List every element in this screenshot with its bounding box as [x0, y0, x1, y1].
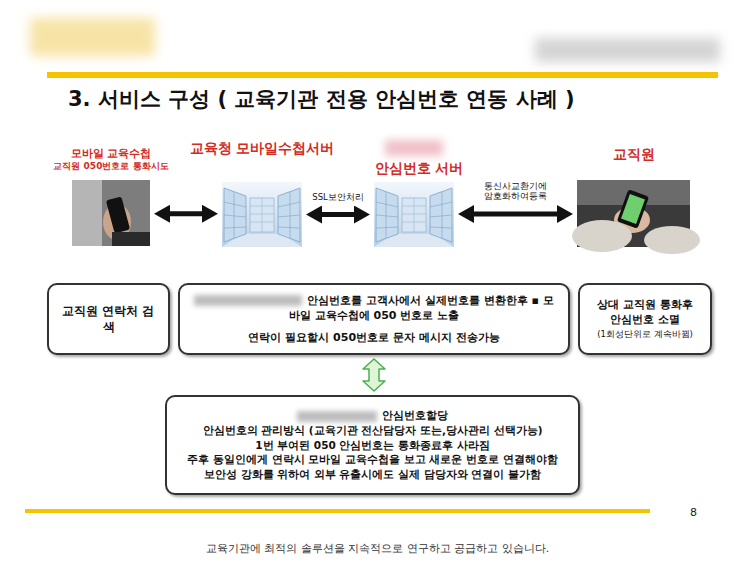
box-text: 안심번호의 관리방식 (교육기관 전산담당자 또는,당사관리 선택가능)	[203, 424, 543, 436]
phone-photo	[572, 180, 700, 254]
text-line: 상대 교직원 통화후 안심번호 소멸	[590, 297, 700, 328]
text-line: 안심번호할당	[177, 408, 568, 423]
photo-node: 교육청 모바일수첩서버	[222, 182, 302, 247]
text-line: 주후 동일인에게 연락시 모바일 교육수첩을 보고 새로운 번호로 연결해야함	[177, 452, 568, 467]
header-bar	[47, 72, 718, 78]
process-box: 안심번호할당안심번호의 관리방식 (교육기관 전산담당자 또는,당사관리 선택가…	[165, 395, 580, 495]
node-heading: 교직원	[613, 146, 655, 162]
text-line: 안심번호를 고객사에서 실제번호를 변환한후 ▪ 모바일 교육수첩에 050 번…	[190, 293, 558, 324]
text-line: 교육청 모바일수첩서버	[187, 140, 337, 157]
text-line: 1번 부여된 050 안심번호는 통화종료후 사라짐	[177, 438, 568, 453]
box-text: (1회성단위로 계속바뀜)	[597, 329, 693, 339]
edge-label: 통신사교환기에 암호화하여등록	[480, 181, 552, 202]
double-arrow	[167, 211, 205, 216]
blurred-logo	[535, 38, 720, 62]
box-text: 1번 부여된 050 안심번호는 통화종료후 사라짐	[255, 439, 490, 451]
box-text: 교직원 연락처 검색	[62, 304, 154, 334]
footer-bar	[25, 509, 650, 513]
double-arrow	[319, 212, 357, 217]
text-line: 모바일 교육수첩	[30, 147, 192, 160]
edge-label: SSL보안처리	[303, 192, 373, 203]
box-text: 보안성 강화를 위하여 외부 유출시에도 실제 담당자와 연결이 불가함	[204, 468, 541, 480]
photo-node: 안심번호 서버	[374, 182, 454, 247]
node-heading: 모바일 교육수첩	[71, 147, 152, 160]
hollow-double-arrow	[363, 359, 385, 391]
node-heading: 교직원 050번호로 통화시도	[53, 161, 168, 171]
node-heading: 교육청 모바일수첩서버	[190, 140, 335, 156]
text-line: 교직원	[577, 146, 690, 163]
box-text: 상대 교직원 통화후 안심번호 소멸	[597, 298, 693, 326]
text-line: 교직원 050번호로 통화시도	[15, 161, 207, 172]
box-text: 안심번호할당	[382, 409, 448, 421]
server-photo	[374, 182, 454, 247]
server-photo	[222, 182, 302, 247]
blurred-logo	[30, 18, 155, 56]
text-line: 안심번호의 관리방식 (교육기관 전산담당자 또는,당사관리 선택가능)	[177, 423, 568, 438]
process-box: 상대 교직원 통화후 안심번호 소멸 (1회성단위로 계속바뀜)	[578, 283, 712, 355]
blurred-text	[194, 295, 302, 306]
box-text: 주후 동일인에게 연락시 모바일 교육수첩을 보고 새로운 번호로 연결해야함	[187, 453, 557, 465]
text-line: 교직원 연락처 검색	[59, 303, 158, 335]
blurred-text	[297, 411, 377, 422]
footer-caption: 교육기관에 최적의 솔루션을 지속적으로 연구하고 공급하고 있습니다.	[0, 541, 755, 556]
text-line: 안심번호 서버	[354, 160, 484, 177]
process-box: 안심번호를 고객사에서 실제번호를 변환한후 ▪ 모바일 교육수첩에 050 번…	[178, 283, 570, 355]
page-number: 8	[690, 506, 697, 519]
text-line: 보안성 강화를 위하여 외부 유출시에도 실제 담당자와 연결이 불가함	[177, 467, 568, 482]
node-heading: 안심번호 서버	[375, 160, 464, 176]
text-line: (1회성단위로 계속바뀜)	[590, 329, 700, 341]
process-box: 교직원 연락처 검색	[47, 283, 170, 355]
text-line: 연락이 필요할시 050번호로 문자 메시지 전송가능	[190, 330, 558, 345]
box-text: 연락이 필요할시 050번호로 문자 메시지 전송가능	[248, 331, 499, 344]
phone-photo	[72, 180, 150, 246]
slide-title: 3. 서비스 구성 ( 교육기관 전용 안심번호 연동 사례 )	[68, 85, 575, 113]
box-text: 안심번호를 고객사에서 실제번호를 변환한후 ▪ 모바일 교육수첩에 050 번…	[289, 294, 554, 322]
photo-node: 교직원	[577, 180, 690, 247]
photo-node: 모바일 교육수첩교직원 050번호로 통화시도	[72, 180, 150, 246]
double-arrow	[471, 212, 560, 217]
blurred-text	[385, 140, 443, 156]
